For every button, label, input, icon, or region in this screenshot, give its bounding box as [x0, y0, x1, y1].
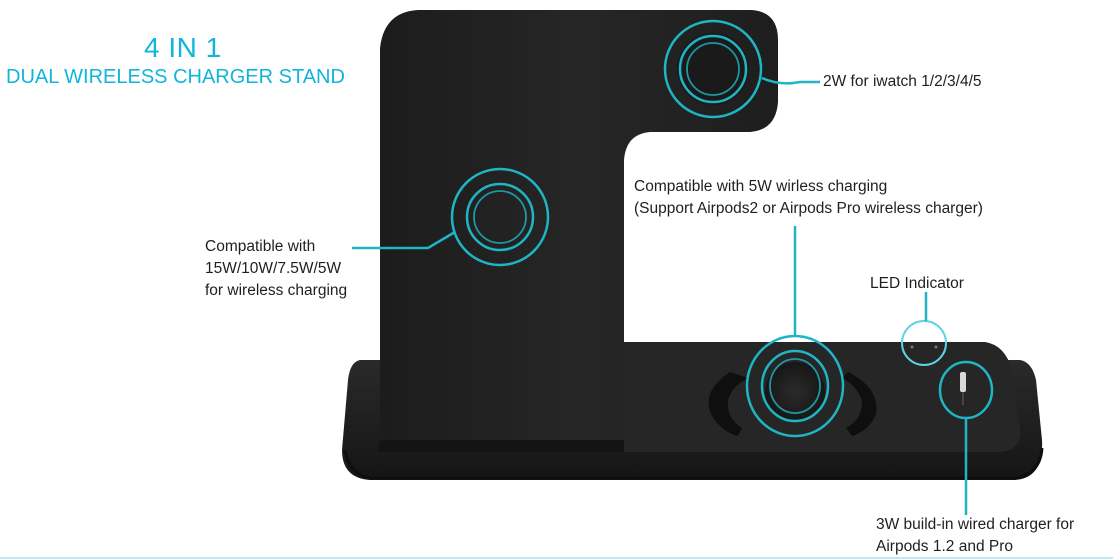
callout-wired-line1: 3W build-in wired charger for: [876, 516, 1075, 533]
callout-wired-line2: Airpods 1.2 and Pro: [876, 538, 1014, 555]
heading-sub: DUAL WIRELESS CHARGER STAND: [6, 66, 345, 88]
wired-ring: [938, 360, 994, 515]
bottom-border: [0, 557, 1113, 559]
upright-stand: [378, 10, 778, 452]
callout-phone-line2: 15W/10W/7.5W/5W: [205, 260, 342, 277]
callout-airpods-wireless: Compatible with 5W wirless charging (Sup…: [634, 176, 983, 220]
callout-airpods-line2: (Support Airpods2 or Airpods Pro wireles…: [634, 200, 983, 217]
callout-phone: Compatible with 15W/10W/7.5W/5W for wire…: [205, 236, 347, 302]
led-dot-right: [934, 345, 938, 349]
callout-phone-line1: Compatible with: [205, 238, 316, 255]
led-ring: [901, 292, 947, 366]
callout-wired: 3W build-in wired charger for Airpods 1.…: [876, 514, 1074, 558]
callout-airpods-line1: Compatible with 5W wirless charging: [634, 178, 888, 195]
callout-led: LED Indicator: [870, 275, 964, 292]
led-dot-left: [910, 345, 914, 349]
iwatch-rings: [663, 19, 820, 119]
airpods-rings: [745, 226, 845, 438]
phone-rings: [352, 167, 550, 267]
heading-main: 4 IN 1: [144, 32, 222, 63]
usb-port: [960, 372, 966, 405]
callout-iwatch: 2W for iwatch 1/2/3/4/5: [823, 73, 982, 90]
callout-phone-line3: for wireless charging: [205, 282, 348, 299]
